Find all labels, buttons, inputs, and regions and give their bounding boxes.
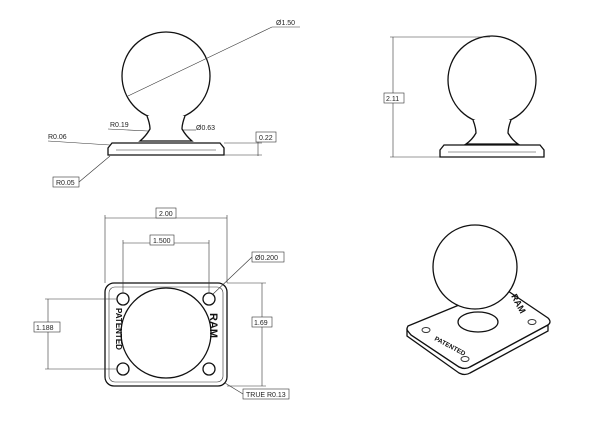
iso-neck xyxy=(457,311,499,333)
side-base xyxy=(439,144,545,158)
iso-base-side xyxy=(406,323,549,376)
top-view: PATENTED RAM 2.00 1.500 Ø0.200 1.188 1.6… xyxy=(33,207,290,400)
hole-bottom-left xyxy=(116,362,130,376)
top-ball xyxy=(120,287,212,379)
neck-radius-label: R0.19 xyxy=(110,122,129,129)
iso-ball xyxy=(432,224,518,310)
base-top-radius-label: R0.06 xyxy=(48,134,67,141)
iso-view: PATENTED RAM xyxy=(406,224,551,376)
ball-diameter-label: Ø1.50 xyxy=(276,20,295,27)
neck-diameter-label: Ø0.63 xyxy=(196,125,215,132)
hole-top-right xyxy=(202,292,216,306)
hole-top-left xyxy=(116,292,130,306)
hole-spacing-y-label: 1.188 xyxy=(36,325,54,332)
base-thickness-label: 0.22 xyxy=(259,135,273,142)
base-width-label: 2.00 xyxy=(159,211,173,218)
overall-height-label: 2.11 xyxy=(386,96,399,103)
top-embossed-left: PATENTED xyxy=(114,308,123,350)
top-base-inner xyxy=(108,286,224,383)
ball-diameter-leader xyxy=(127,26,273,97)
corner-radius-label: TRUE R0.13 xyxy=(246,392,286,399)
side-view: 2.11 xyxy=(383,35,545,158)
side-neck xyxy=(463,119,521,145)
base-depth-label: 1.69 xyxy=(254,320,268,327)
hole-spacing-x-label: 1.500 xyxy=(153,238,171,245)
side-ball xyxy=(447,35,537,125)
hole-bottom-right xyxy=(202,362,216,376)
top-embossed-right: RAM xyxy=(207,313,219,338)
front-base xyxy=(107,142,225,156)
hole-diameter-label: Ø0.200 xyxy=(255,255,278,262)
front-view: Ø1.50 R0.19 Ø0.63 R0.06 0.22 R0.05 xyxy=(47,20,300,188)
front-ball xyxy=(121,31,211,121)
base-bottom-radius-label: R0.05 xyxy=(56,180,75,187)
front-neck xyxy=(138,115,194,142)
